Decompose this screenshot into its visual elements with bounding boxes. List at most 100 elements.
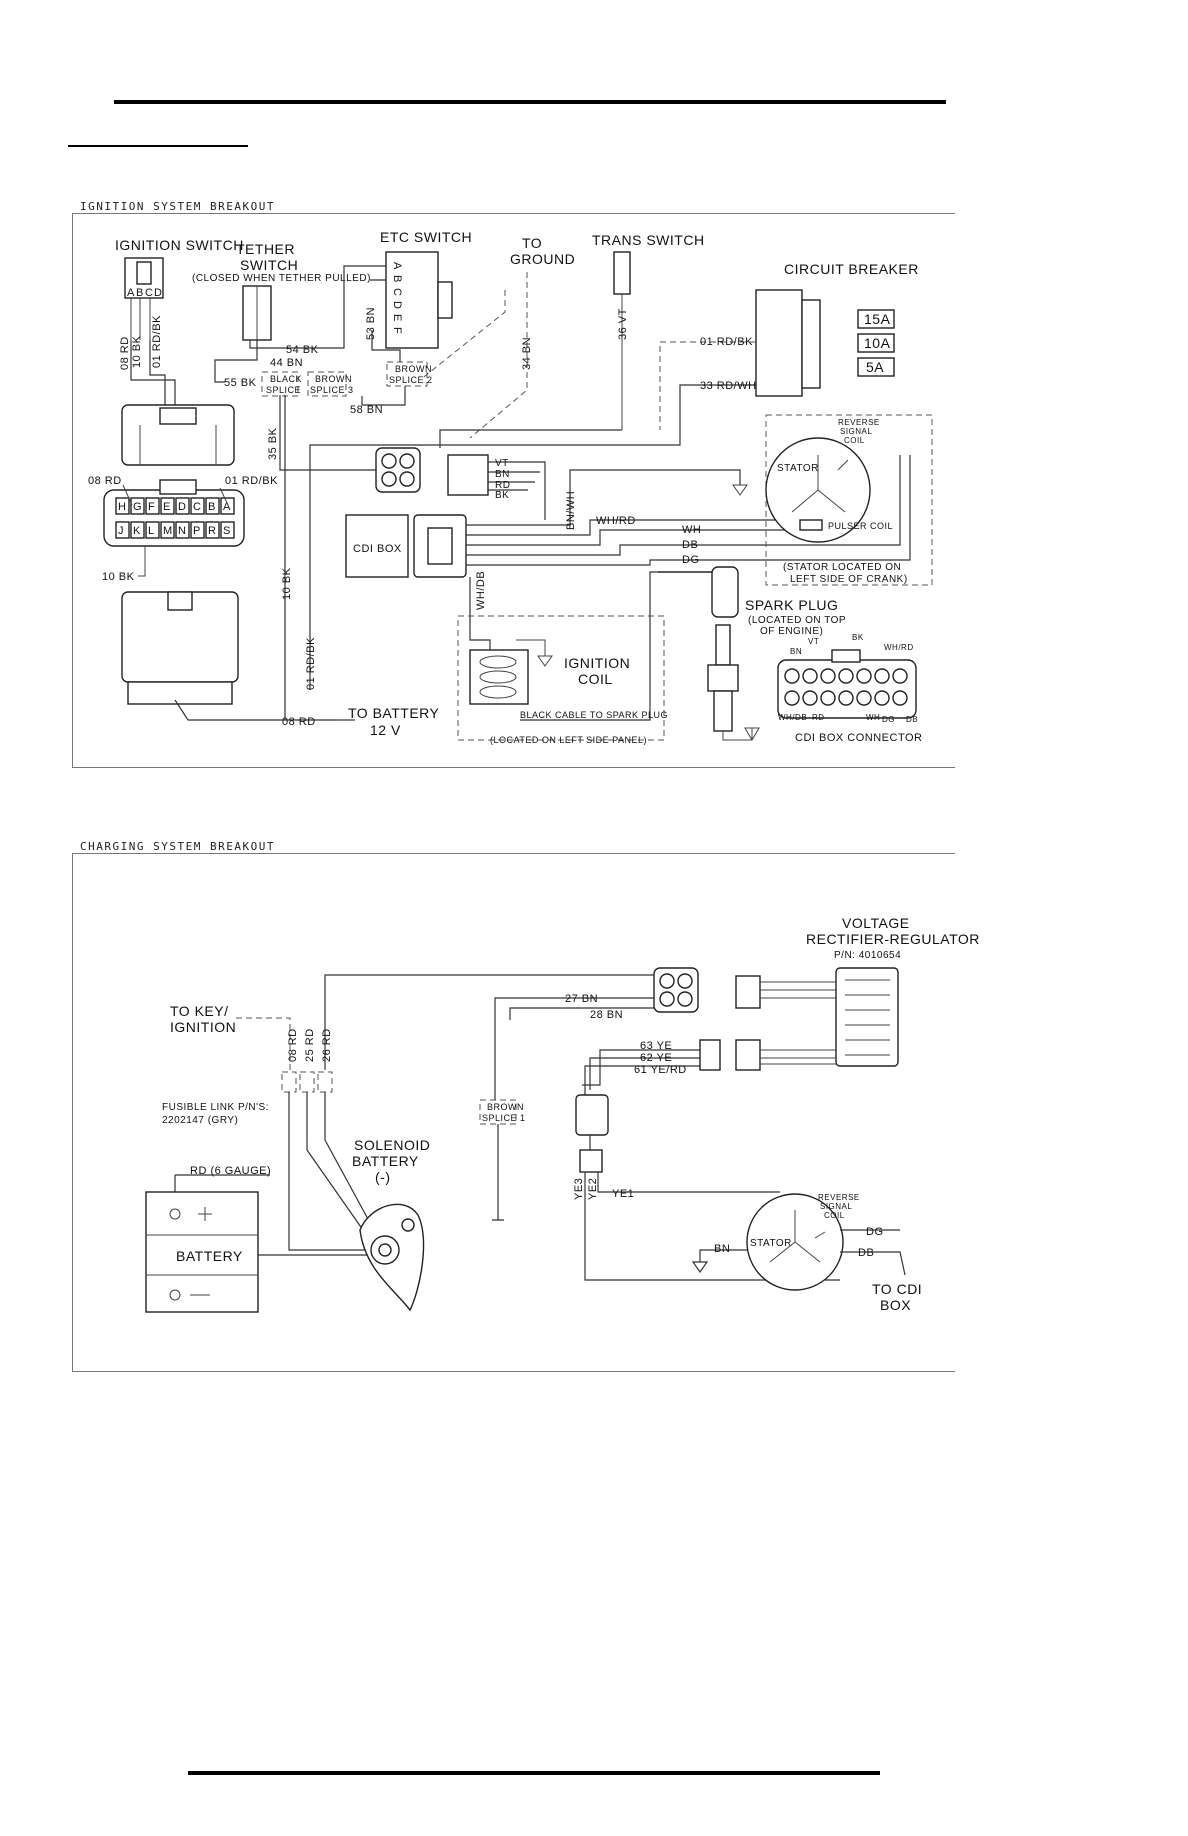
connector-pin-label: A (223, 501, 231, 513)
solenoid-label-1: SOLENOID (354, 1137, 430, 1153)
wire-ye1: YE1 (612, 1188, 634, 1200)
sw-pin-c: C (145, 287, 153, 299)
cdi-connector-pin (874, 668, 890, 684)
connector-pin-label: G (133, 501, 142, 513)
black-cable-label: BLACK CABLE TO SPARK PLUG (520, 710, 668, 720)
stator-note-1: (STATOR LOCATED ON (783, 562, 901, 573)
wire-44bn: 44 BN (270, 357, 303, 369)
connector-pin-label: H (118, 501, 126, 513)
black-splice-line1: BLACK (270, 374, 302, 384)
spark-plug-label: SPARK PLUG (745, 597, 838, 613)
ignition-switch-label: IGNITION SWITCH (115, 237, 244, 253)
brown-splice-3 (307, 371, 347, 397)
coil-note: (LOCATED ON LEFT SIDE PANEL) (490, 735, 647, 745)
cdi-connector-pin (802, 690, 818, 706)
brown-splice-3-line2: SPLICE 3 (310, 385, 354, 395)
cdi-conn-bk: BK (852, 633, 864, 642)
connector-pin-box (115, 497, 130, 515)
tether-switch-label: TETHER (236, 241, 295, 257)
solenoid-icon (359, 1203, 425, 1312)
connector-pin-box (115, 521, 130, 539)
cdi-connector-pin (874, 690, 890, 706)
connector-pin-box (190, 521, 205, 539)
connector-pin-label: S (223, 525, 231, 537)
cdi-conn-wh: WH (866, 713, 880, 722)
regulator-label-1: VOLTAGE (842, 915, 910, 931)
ignition-coil-panel (457, 615, 665, 741)
connector-pin-box (220, 497, 235, 515)
cdi-conn-rd: RD (812, 713, 825, 722)
battery-icon (145, 1191, 259, 1313)
circuit-breaker-icon (755, 289, 895, 397)
wire-bnwh: BN/WH (565, 491, 577, 530)
ignition-panel-title: IGNITION SYSTEM BREAKOUT (80, 200, 275, 213)
connector-pin-label: B (208, 501, 216, 513)
connector-pin-box (205, 521, 220, 539)
lower-connector-icon (121, 591, 239, 705)
wire-62ye: 62 YE (640, 1052, 672, 1064)
wire-28bn: 28 BN (590, 1009, 623, 1021)
chg-rsc-line3: COIL (824, 1211, 845, 1220)
cdi-connector-pin (820, 690, 836, 706)
cdi-connector-pin (784, 668, 800, 684)
ignition-switch-icon (124, 257, 164, 340)
cdi-plug-icon (413, 514, 467, 578)
sw-pin-b: B (136, 287, 144, 299)
fusible-link-icons (281, 1071, 333, 1093)
solenoid-label-2: BATTERY (352, 1153, 419, 1169)
wire-58bn: 58 BN (350, 404, 383, 416)
connector-pin-box (190, 497, 205, 515)
stator-label: STATOR (777, 463, 819, 474)
wire-bn: BN (495, 469, 510, 480)
tether-switch-icon (242, 285, 272, 341)
connector-pin-label: M (163, 525, 173, 537)
four-way-connector-icon (375, 447, 421, 493)
connector-pin-label: C (193, 501, 201, 513)
connector-pin-label: R (208, 525, 216, 537)
etc-switch-icon (385, 251, 453, 349)
wire-dg: DG (682, 554, 700, 566)
to-key-label-1: TO KEY/ (170, 1003, 228, 1019)
wire-35bk: 35 BK (267, 427, 279, 460)
cdi-conn-whrd: WH/RD (884, 643, 914, 652)
connector-pin-box (130, 497, 145, 515)
bottom-rule (188, 1771, 880, 1775)
sw-pin-a: A (127, 287, 135, 299)
cdi-connector-pin (802, 668, 818, 684)
to-ground-label-1: TO (522, 235, 542, 251)
rsc-line3: COIL (844, 436, 865, 445)
etc-pin-2: C (391, 288, 403, 296)
to-battery-label-1: TO BATTERY (348, 705, 440, 721)
cdi-connector-pin (784, 690, 800, 706)
cdi-connector-pins (784, 668, 908, 706)
tether-note: (CLOSED WHEN TETHER PULLED) (192, 273, 371, 284)
cdi-conn-dg: DG (882, 715, 895, 724)
ground-icon (732, 484, 748, 496)
wire-61yerd: 61 YE/RD (634, 1064, 687, 1076)
cdi-conn-db: DB (906, 715, 918, 724)
wire-ye2: YE2 (587, 1178, 599, 1200)
wire-bk: BK (495, 490, 509, 501)
cdi-conn-vt: VT (808, 637, 819, 646)
wire-34bn: 34 BN (521, 337, 533, 370)
wire-25rd: 25 RD (304, 1028, 316, 1062)
wire-55bk: 55 BK (224, 377, 257, 389)
cdi-connector-pin (820, 668, 836, 684)
black-splice-line2: SPLICE (266, 385, 301, 395)
wire-63ye: 63 YE (640, 1040, 672, 1052)
ign-wire-08rd: 08 RD (119, 336, 131, 370)
breaker-15a: 15A (864, 311, 891, 327)
cdi-conn-whdb: WH/DB (778, 713, 807, 722)
ign-wire-10bk: 10 BK (131, 335, 143, 368)
to-ground-label-2: GROUND (510, 251, 575, 267)
charging-wire-bn: BN (714, 1243, 730, 1255)
brown-splice-1-line1: BROWN (487, 1102, 524, 1112)
ignition-coil-label-2: COIL (578, 671, 613, 687)
cb-wire-33rdwh: 33 RD/WH (700, 380, 757, 392)
cdi-connector-pin (892, 690, 908, 706)
spark-plug-note-2: OF ENGINE) (760, 626, 823, 637)
